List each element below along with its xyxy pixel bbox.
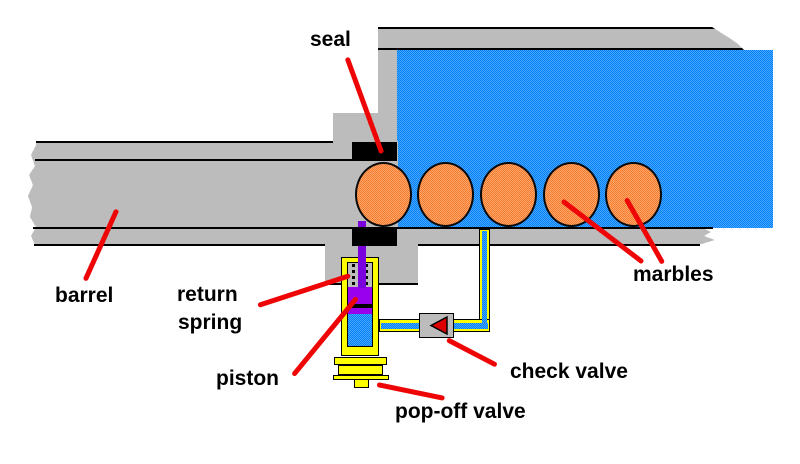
- label-marbles: marbles: [633, 263, 714, 286]
- label-barrel: barrel: [55, 284, 114, 307]
- arrow-check-valve: [445, 336, 499, 368]
- label-return-spring-line2: spring: [178, 311, 243, 334]
- bore-top-line: [35, 159, 352, 161]
- marble-1: [355, 162, 412, 227]
- arrow-return-spring: [257, 272, 351, 308]
- supply-tube-water-vertical: [482, 231, 487, 329]
- check-valve-body: [419, 313, 454, 338]
- piston-ring: [348, 304, 372, 308]
- label-seal: seal: [310, 28, 351, 51]
- marble-2: [417, 162, 474, 227]
- barrel-top-edge-line: [36, 141, 333, 143]
- arrow-pop-off-valve: [376, 381, 446, 401]
- seal-top-block: [352, 142, 397, 161]
- marble-4: [543, 162, 600, 227]
- seal-bottom-block: [352, 229, 397, 246]
- return-spring-coil-right: [365, 264, 368, 286]
- return-spring-coil-left: [352, 264, 355, 286]
- bottom-wall-edge-left: [34, 244, 325, 246]
- label-check-valve: check valve: [510, 360, 628, 383]
- reservoir-top-wall: [378, 27, 744, 50]
- pop-off-valve-stem: [354, 379, 369, 388]
- pop-off-valve-flange: [334, 357, 387, 365]
- marble-5: [605, 162, 662, 227]
- pop-off-valve-body: [338, 365, 383, 375]
- label-piston: piston: [216, 367, 279, 390]
- piston-rod: [358, 221, 366, 288]
- label-return-spring-line1: return: [177, 283, 238, 306]
- marble-3: [480, 162, 537, 227]
- label-pop-off-valve: pop-off valve: [395, 400, 526, 423]
- cylinder-water: [348, 314, 372, 346]
- barrel-bottom-wall: [398, 228, 715, 245]
- bore-bottom-line: [33, 227, 713, 229]
- check-valve-arrow-icon: [429, 315, 448, 336]
- barrel-body: [28, 141, 398, 245]
- reservoir-left-wall: [378, 50, 397, 143]
- bottom-wall-edge-right: [418, 244, 700, 246]
